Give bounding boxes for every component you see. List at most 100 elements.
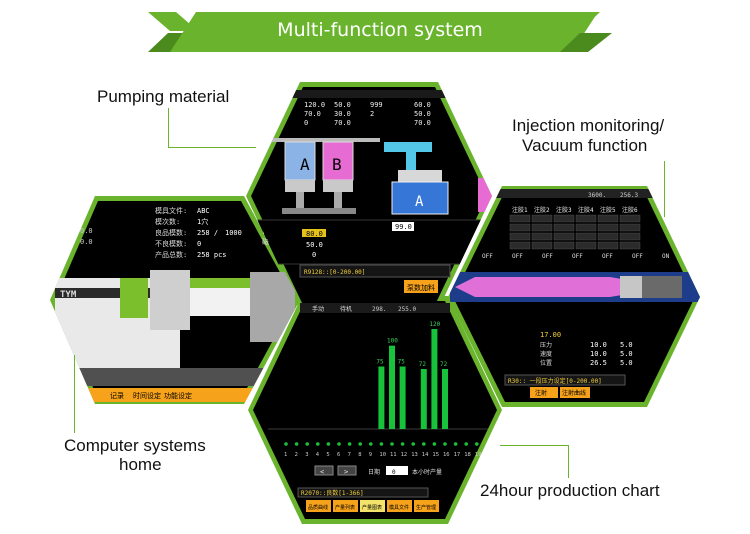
x-tick-label: 10 <box>379 452 386 458</box>
production-point <box>316 442 320 446</box>
left-row-cell: 1穴 <box>197 217 208 226</box>
left-row-cell: ABC <box>197 207 210 215</box>
top-status-text: R9128::[0-200.00] <box>304 269 365 276</box>
lower-value: 5.0 <box>620 350 633 358</box>
bar-value-label: 75 <box>398 359 406 366</box>
x-tick-label: 19 <box>475 452 482 458</box>
production-point <box>464 442 469 446</box>
toggle-label: OFF <box>512 253 523 260</box>
grid-header: 注胶3 <box>556 206 572 214</box>
x-tick-label: 1 <box>284 452 287 458</box>
pump-table-cell: 70.0 <box>414 119 431 127</box>
left-value-2: 0.0 <box>80 238 93 246</box>
production-bar <box>442 369 448 429</box>
bar-value-label: 72 <box>419 361 427 368</box>
cylinder-label-b: B <box>332 155 342 174</box>
bottom-tab[interactable] <box>414 500 439 512</box>
production-bar <box>399 366 406 429</box>
pump-table-cell: 60.0 <box>414 101 431 109</box>
callout-injection-2: Vacuum function <box>522 136 648 155</box>
left-tab-2: 时间设定 <box>133 391 161 400</box>
grid-cell <box>553 232 575 241</box>
grid-header: 注胶6 <box>622 206 638 214</box>
bar-value-label: 75 <box>376 359 384 366</box>
bar-value-label: 100 <box>387 338 398 345</box>
production-point <box>411 442 416 446</box>
leader-injection <box>664 161 665 217</box>
x-tick-label: 5 <box>326 452 329 458</box>
left-row-cell: 不良模数: <box>155 239 187 248</box>
production-point <box>475 442 479 446</box>
toggle-label: OFF <box>542 253 553 260</box>
x-tick-label: 3 <box>305 452 308 458</box>
nav-next-button: > <box>344 468 348 476</box>
hour-production-label: 本小时产量 <box>412 468 442 476</box>
x-tick-label: 11 <box>390 452 397 458</box>
bottom-tab-label: 品质曲线 <box>308 504 328 511</box>
production-point <box>369 442 373 446</box>
left-row-cell: 0 <box>197 240 201 248</box>
bottom-header-label: 手动 <box>312 305 324 313</box>
grid-cell <box>509 214 531 223</box>
lower-value: 17.00 <box>540 331 561 339</box>
production-point <box>390 442 394 446</box>
bottom-tab-label: 产量图表 <box>362 504 382 511</box>
x-tick-label: 14 <box>422 452 429 458</box>
callout-computer-1: Computer systems <box>64 436 206 455</box>
top-pump-button: 泵数加料 <box>407 283 435 292</box>
bottom-tab[interactable] <box>333 500 358 512</box>
toggle-label: OFF <box>602 253 613 260</box>
leader-pumping <box>168 108 169 148</box>
lower-value: 5.0 <box>620 341 633 349</box>
cylinder-label-a: A <box>300 155 310 174</box>
right-tab-2: 注射曲线 <box>562 389 586 397</box>
bottom-header-value-2: 255.0 <box>398 306 416 313</box>
lower-value: 26.5 <box>590 359 607 367</box>
cylinder-label-a2: A <box>415 194 424 210</box>
left-tab-3: 功能设定 <box>164 391 192 400</box>
left-row-cell: 模次数: <box>155 217 180 226</box>
callout-computer-2: home <box>119 455 162 474</box>
grid-cell <box>575 214 597 223</box>
grid-cell <box>597 241 619 250</box>
right-header-value-1: 3600. <box>588 192 606 199</box>
bottom-tab[interactable] <box>306 500 331 512</box>
grid-header: 注胶4 <box>578 206 594 214</box>
bottom-tab-label: 生产管理 <box>416 504 436 511</box>
leader-pumping-h <box>168 147 256 148</box>
x-tick-label: 2 <box>295 452 298 458</box>
top-entry-value: 99.0 <box>395 223 412 231</box>
bottom-tab[interactable] <box>387 500 412 512</box>
grid-cell <box>531 241 553 250</box>
grid-cell <box>597 223 619 232</box>
x-tick-label: 15 <box>432 452 439 458</box>
bottom-tab[interactable] <box>360 500 385 512</box>
x-tick-label: 13 <box>411 452 418 458</box>
grid-cell <box>575 241 597 250</box>
production-point <box>284 442 288 446</box>
toggle-label: ON <box>662 253 670 260</box>
pump-table-cell: 70.0 <box>304 110 321 118</box>
banner-ribbon <box>148 12 612 52</box>
grid-cell <box>531 214 553 223</box>
right-tab-1: 注射 <box>535 389 547 397</box>
leader-computer <box>74 355 75 433</box>
date-label: 日期 <box>368 468 380 476</box>
bottom-tab-label: 产量列表 <box>335 504 355 511</box>
production-point <box>422 442 426 446</box>
production-bar <box>420 369 427 429</box>
grid-header: 注胶5 <box>600 206 616 214</box>
right-status-text: R30:: 一段压力设定[0-200.00] <box>508 377 602 385</box>
production-point <box>379 442 384 446</box>
top-value-3: 0 <box>312 251 316 259</box>
left-row-cell: 良品模数: <box>155 228 187 237</box>
pump-table-cell: 50.0 <box>414 110 431 118</box>
pump-table-cell: 2 <box>370 110 374 118</box>
lower-value: 10.0 <box>590 341 607 349</box>
production-point <box>453 442 458 446</box>
left-row-cell: 258 pcs <box>197 251 227 259</box>
grid-cell <box>509 241 531 250</box>
pump-table-cell: 30.0 <box>334 110 351 118</box>
